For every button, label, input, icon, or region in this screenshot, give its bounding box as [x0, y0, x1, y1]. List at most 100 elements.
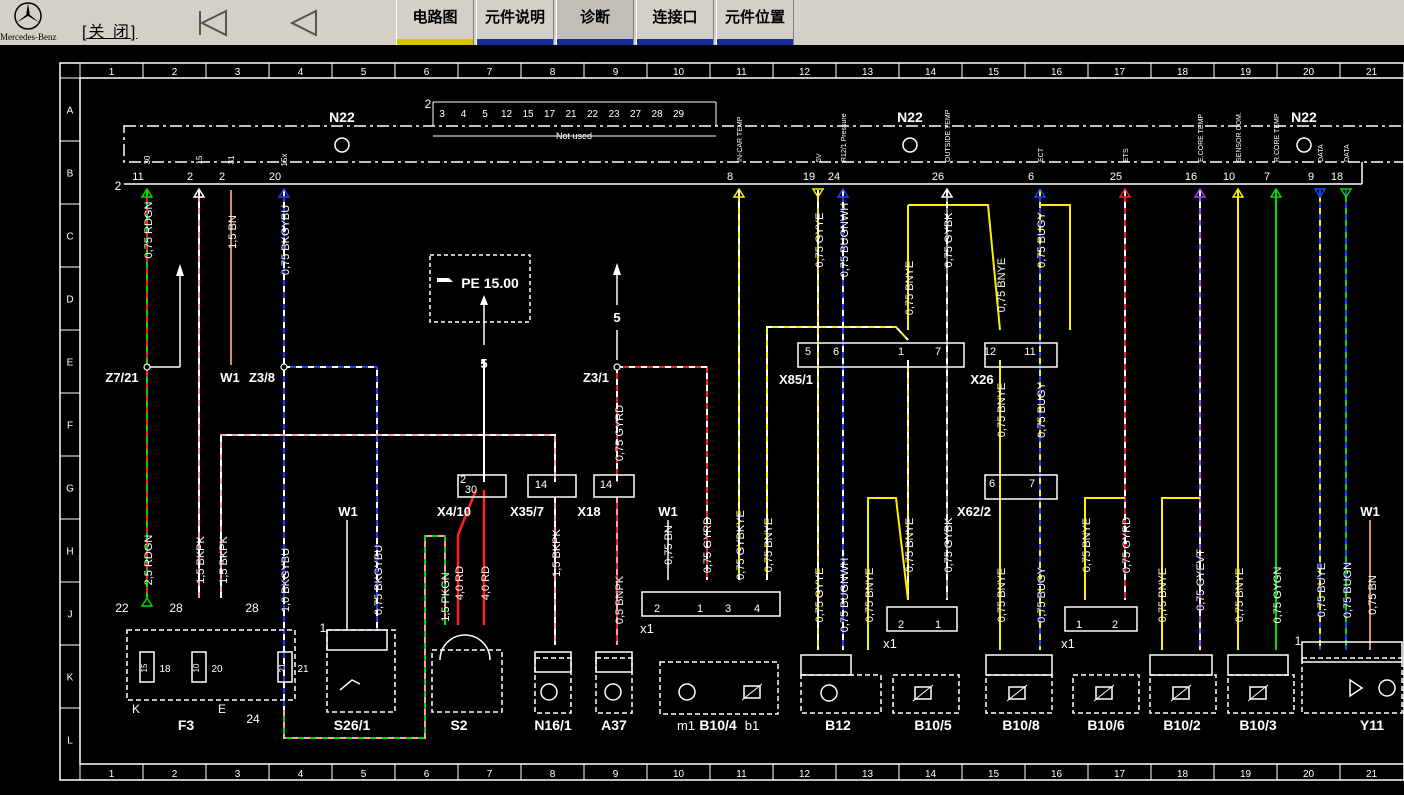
connector-x62-2	[984, 474, 1058, 500]
pin-number: 5	[805, 346, 811, 358]
pin-function: 30	[143, 155, 152, 164]
grid-col-label: 5	[361, 67, 367, 78]
plug-strip	[1227, 654, 1289, 676]
outer-frame	[59, 62, 1404, 781]
pin-number: 16	[1185, 171, 1197, 183]
thermistor-slash	[741, 683, 763, 701]
first-page-button[interactable]	[196, 8, 228, 38]
grid-col-label: 18	[1177, 67, 1189, 78]
pin-arrow	[1313, 188, 1327, 199]
tab-component-description[interactable]: 元件说明	[476, 0, 554, 45]
close-button[interactable]: [关 闭]	[82, 24, 138, 41]
pin-number: 9	[1308, 171, 1314, 183]
wire-label: 0,75 GYRD	[702, 517, 714, 573]
pin-function: DATA	[1344, 144, 1351, 162]
pin-number: 1	[898, 346, 904, 358]
thermistor-icon	[1008, 686, 1026, 700]
fuse-icon	[191, 651, 207, 683]
wire-bnye-x85-stripe	[766, 326, 909, 580]
tab-wiring-diagram[interactable]: 电路图	[396, 0, 474, 45]
pin-label: 17	[544, 109, 556, 120]
pin-label: 12	[501, 109, 513, 120]
wire-label: 0,75 BUGNWH	[839, 558, 851, 633]
tab-connectors[interactable]: 连接口	[636, 0, 714, 45]
pin-number: 14	[600, 479, 612, 491]
pin-label: 28	[651, 109, 663, 120]
pin-function: E.CORE TEMP	[1198, 114, 1205, 162]
switch-s26-1	[326, 629, 396, 713]
grid-col-label: 20	[1303, 67, 1315, 78]
wire-label: 0,75 RDGN	[143, 202, 155, 259]
connector-label: 5	[480, 356, 487, 371]
grid-col-label: 9	[613, 67, 619, 78]
module-name: N22	[329, 109, 355, 125]
grid-col-label: 15	[988, 67, 1000, 78]
pin-label: 23	[608, 109, 620, 120]
fuse-number: 21	[297, 664, 309, 675]
pin-arrow	[732, 187, 746, 198]
connector-label: x1	[883, 636, 897, 651]
tab-indicator	[717, 39, 793, 45]
grid-col-label: 11	[736, 769, 747, 780]
pin-function: R.CORE TEMP	[1274, 113, 1281, 162]
component-label: b1	[745, 718, 759, 733]
grid-col-label: 4	[298, 769, 304, 780]
component-label: B10/8	[1002, 717, 1040, 733]
pin-number: 1	[1295, 634, 1302, 648]
skip-back-icon	[199, 9, 227, 37]
grid-row-label: G	[66, 484, 74, 495]
grid-row-label: C	[66, 232, 73, 243]
pin-arrow	[1118, 187, 1132, 198]
connector-x1-a	[641, 591, 781, 617]
grid-col-label: 8	[550, 769, 556, 780]
switch-s2	[431, 649, 503, 713]
thermistor-slash	[1170, 684, 1192, 702]
grid-col-label: 3	[235, 769, 241, 780]
pin-number: 1	[320, 621, 327, 635]
thermistor-slash	[1093, 684, 1115, 702]
pin-number: 7	[1264, 171, 1270, 183]
tab-indicator	[557, 39, 633, 45]
grid-row-label: B	[67, 169, 74, 180]
thermistor-icon	[1095, 686, 1113, 700]
connector-label: X4/10	[437, 504, 471, 519]
wire-label: 0,75 GYBKYE	[735, 510, 747, 580]
grid-col-label: 13	[862, 67, 874, 78]
wire-label: 2,5 RDGN	[143, 535, 155, 586]
grid-col-label: 6	[424, 769, 430, 780]
connector-label: X62/2	[957, 504, 991, 519]
fuse-rating: 15	[140, 663, 149, 672]
pin-function: 5V	[816, 153, 823, 162]
grid-row-label: A	[67, 106, 74, 117]
tab-label: 连接口	[652, 9, 698, 26]
wire-label: 0,75 BUGY	[1036, 382, 1048, 438]
connector-label: x1	[1061, 636, 1075, 651]
tab-component-location[interactable]: 元件位置	[716, 0, 794, 45]
grid-col-label: 13	[862, 769, 874, 780]
wire-label: 0,75 BNYE	[864, 568, 876, 622]
wire-label: 0,75 GYBK	[943, 517, 955, 573]
wire-bnye-x85	[766, 326, 909, 580]
previous-page-button[interactable]	[288, 8, 320, 38]
component-label: B10/2	[1163, 717, 1201, 733]
connector-label: Z3/8	[249, 370, 275, 385]
toolbar: Mercedes-Benz [关 闭] 电路图 元件说明 诊断 连接口 元件位置	[0, 0, 1404, 45]
wiring-diagram[interactable]: 1122334455667788991010111112121313141415…	[0, 45, 1404, 795]
pin-arrow	[940, 187, 954, 198]
arrow-up-icon	[613, 263, 621, 275]
logo-text: Mercedes-Benz	[0, 32, 57, 42]
pin-arrow	[1033, 187, 1047, 198]
module-a37	[595, 657, 633, 714]
tab-diagnosis[interactable]: 诊断	[556, 0, 634, 45]
pin-number: 4	[754, 603, 760, 615]
motor-icon	[678, 683, 696, 701]
wire-layer	[146, 190, 1371, 739]
wire-label: 4,0 RD	[454, 566, 466, 600]
fuse-rating: 10	[192, 663, 201, 672]
tab-indicator	[397, 39, 473, 45]
connector-label: X26	[970, 372, 993, 387]
component-label: B10/5	[914, 717, 952, 733]
plug-strip	[326, 629, 388, 651]
pin-number: 2	[654, 603, 660, 615]
